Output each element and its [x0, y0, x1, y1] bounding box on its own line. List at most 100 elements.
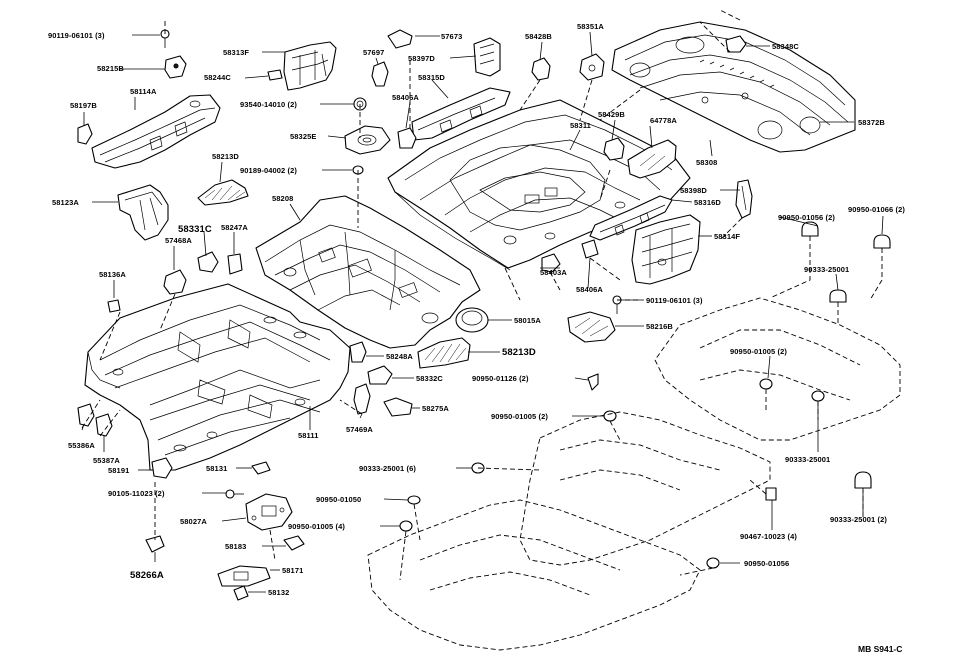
plug-90950-01005-4 — [399, 520, 413, 532]
label-58171: 58171 — [282, 566, 303, 575]
bracket-58183 — [283, 535, 305, 551]
label-90119-06101-lower: 90119-06101 (3) — [646, 296, 703, 305]
bracket-58191 — [151, 457, 173, 479]
bracket-57697 — [371, 61, 389, 87]
reinforcement-58213d-upper — [197, 179, 249, 206]
clip-58136a — [107, 299, 121, 313]
label-58332c: 58332C — [416, 374, 443, 383]
bracket-58398d — [735, 179, 753, 219]
label-58111: 58111 — [298, 431, 319, 440]
front-floor-pan — [84, 283, 351, 471]
label-58316d: 58316D — [694, 198, 721, 207]
label-90333-25001-upper: 90333-25001 — [804, 265, 849, 274]
rear-floor-side-member-right — [589, 195, 673, 241]
bracket-58406a-lower — [581, 239, 599, 259]
rear-floor-side-member-left — [411, 87, 511, 141]
label-58372b: 58372B — [858, 118, 885, 127]
label-58406a-lower: 58406A — [576, 285, 603, 294]
label-58244c: 58244C — [204, 73, 231, 82]
rear-upper-panel — [611, 21, 856, 153]
bracket-58429b — [603, 137, 625, 161]
label-58351a: 58351A — [577, 22, 604, 31]
label-58308: 58308 — [696, 158, 717, 167]
cover-64778a — [627, 139, 677, 179]
label-55386a: 55386A — [68, 441, 95, 450]
label-90105-11023: 90105-11023 (2) — [108, 489, 165, 498]
clip-55387a — [95, 413, 113, 437]
callout-labels: 90119-06101 (3) 58215B 58197B 58114A 583… — [48, 22, 905, 597]
label-90950-01066: 90950-01066 (2) — [848, 205, 905, 214]
bracket-58247a — [227, 253, 243, 275]
label-58208: 58208 — [272, 194, 293, 203]
label-57469a: 57469A — [346, 425, 373, 434]
assembly-lines — [81, 9, 883, 581]
label-55387a: 55387A — [93, 456, 120, 465]
label-90333-25001-mid: 90333-25001 — [785, 455, 830, 464]
label-58015a: 58015A — [514, 316, 541, 325]
label-58213d-lower: 58213D — [502, 347, 536, 358]
label-90333-25001-6: 90333-25001 (6) — [359, 464, 416, 473]
label-58215b: 58215B — [97, 64, 124, 73]
label-58132: 58132 — [268, 588, 289, 597]
bracket-57673 — [387, 29, 413, 49]
label-58429b: 58429B — [598, 110, 625, 119]
bracket-58215b — [164, 55, 187, 79]
rear-floor-outline — [654, 297, 901, 441]
clip-90467 — [765, 487, 777, 501]
label-58348c: 58348C — [772, 42, 799, 51]
label-58123a: 58123A — [52, 198, 79, 207]
bracket-58428b — [531, 57, 551, 81]
label-58325e: 58325E — [290, 132, 316, 141]
diagram-id: MB S941-C — [858, 644, 902, 654]
label-90950-01126: 90950-01126 (2) — [472, 374, 529, 383]
label-57673: 57673 — [441, 32, 462, 41]
bracket-58331c — [197, 251, 219, 273]
bracket-58027a — [245, 493, 293, 531]
label-58397d: 58397D — [408, 54, 435, 63]
label-58266a: 58266A — [130, 570, 164, 581]
reinforcement-58213d-lower — [417, 337, 471, 369]
bolt-90119-lower — [612, 295, 622, 314]
plug-90333-mid — [811, 390, 825, 402]
label-90950-01005-a: 90950-01005 (2) — [730, 347, 787, 356]
label-90333-25001-2: 90333-25001 (2) — [830, 515, 887, 524]
label-57468a: 57468A — [165, 236, 192, 245]
label-58136a: 58136A — [99, 270, 126, 279]
label-58311: 58311 — [570, 121, 591, 130]
bracket-58266a — [145, 535, 165, 553]
main-carpet-outline — [367, 499, 701, 651]
label-58191: 58191 — [108, 466, 129, 475]
label-90119-06101-upper: 90119-06101 (3) — [48, 31, 105, 40]
clip-58197b — [77, 123, 93, 145]
label-90950-01056-lower: 90950-01056 — [744, 559, 789, 568]
label-58428b: 58428B — [525, 32, 552, 41]
label-93540-14010: 93540-14010 (2) — [240, 100, 297, 109]
bracket-58216b — [567, 311, 616, 343]
label-58275a: 58275A — [422, 404, 449, 413]
label-58183: 58183 — [225, 542, 246, 551]
label-58398d: 58398D — [680, 186, 707, 195]
label-58114a: 58114A — [130, 87, 157, 96]
bracket-58132 — [233, 585, 249, 601]
leader-lines — [81, 31, 884, 593]
label-58216b: 58216B — [646, 322, 673, 331]
label-90950-01056-right: 90950-01056 (2) — [778, 213, 835, 222]
bracket-58248a — [349, 341, 367, 363]
label-90950-01005-4: 90950-01005 (4) — [288, 522, 345, 531]
side-bracket-58123a — [117, 184, 169, 241]
plug-90950-01005-a — [759, 378, 773, 390]
label-58406a-upper: 58406A — [392, 93, 419, 102]
bracket-58131 — [251, 461, 271, 475]
label-58314f: 58314F — [714, 232, 740, 241]
label-90950-01050: 90950-01050 — [316, 495, 361, 504]
plug-90950-01056-right — [801, 221, 819, 237]
label-90189-04002: 90189-04002 (2) — [240, 166, 297, 175]
bracket-58406a-upper — [397, 127, 417, 149]
plug-90950-01126 — [587, 373, 599, 391]
plug-90950-01056-lower — [706, 557, 720, 569]
label-90467-10023: 90467-10023 (4) — [740, 532, 797, 541]
label-57697: 57697 — [363, 48, 384, 57]
plug-90333-25001-2 — [854, 471, 872, 489]
plug-90950-01066 — [873, 234, 891, 249]
rear-side-panel — [631, 214, 701, 285]
